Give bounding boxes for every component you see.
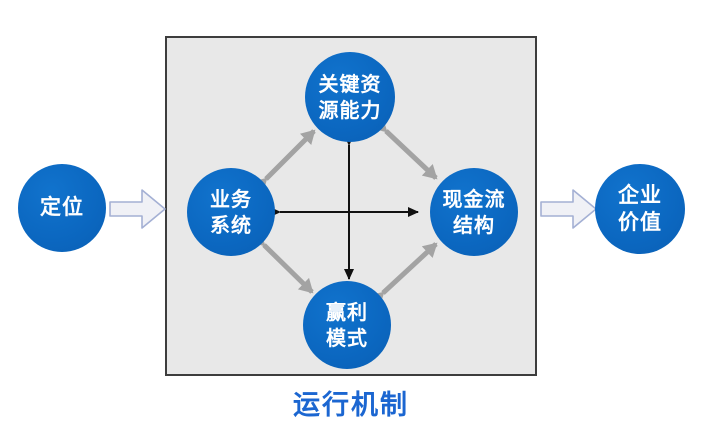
node-key-resources: 关键资 源能力 — [305, 52, 395, 142]
node-business-system-label-line1: 业务 — [210, 187, 252, 211]
node-positioning: 定位 — [18, 164, 106, 252]
arrow-key-resources-to-cashflow — [371, 116, 438, 180]
node-cash-flow-label-line1: 现金流 — [442, 187, 506, 211]
mechanism-box: 关键资 源能力 业务 系统 现金流 结构 赢利 模式 — [165, 36, 537, 376]
node-business-system: 业务 系统 — [187, 168, 275, 256]
node-enterprise-value-label-line1: 企业 — [618, 182, 662, 207]
node-enterprise-value-label-line2: 价值 — [618, 210, 662, 234]
arrow-business-to-profit-model — [249, 230, 314, 294]
right-block-arrow-input-icon — [109, 189, 166, 229]
node-business-system-label-line2: 系统 — [210, 213, 252, 237]
node-profit-model-label-line1: 赢利 — [326, 300, 368, 324]
node-positioning-label: 定位 — [40, 195, 84, 220]
node-key-resources-label-line1: 关键资 — [318, 72, 382, 96]
mechanism-caption: 运行机制 — [293, 390, 409, 421]
node-cash-flow: 现金流 结构 — [430, 168, 518, 256]
node-profit-model: 赢利 模式 — [303, 281, 391, 369]
node-key-resources-label-line2: 源能力 — [318, 98, 382, 122]
node-cash-flow-label-line2: 结构 — [453, 213, 495, 237]
node-profit-model-label-line2: 模式 — [326, 326, 368, 350]
node-enterprise-value: 企业 价值 — [595, 164, 685, 254]
arrow-business-to-key-resources — [251, 129, 316, 194]
right-block-arrow-output-icon — [540, 189, 597, 229]
arrow-profit-model-to-cashflow — [368, 242, 438, 308]
